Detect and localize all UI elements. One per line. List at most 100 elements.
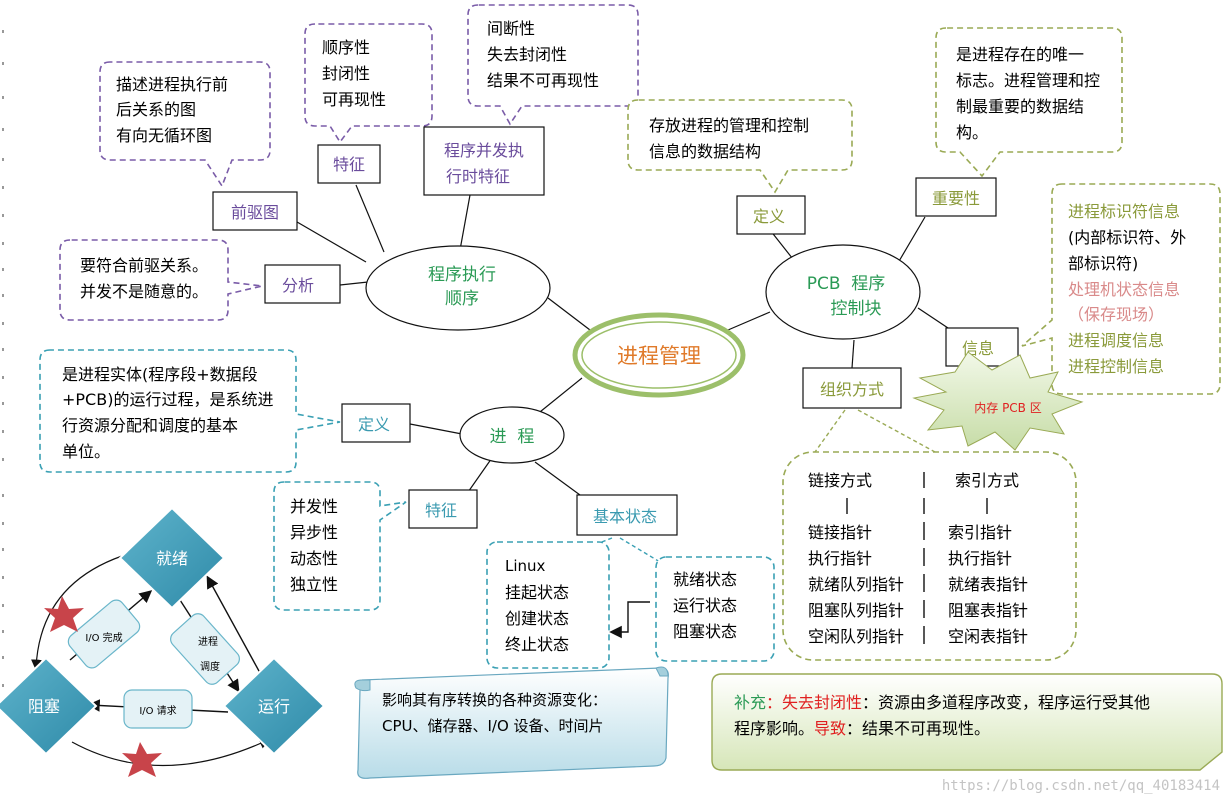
create-state: 创建状态 (505, 609, 569, 628)
process-feature-4: 独立性 (290, 575, 338, 594)
io-complete-label-box: I/O 完成 (67, 599, 141, 669)
program-order-title-1: 程序执行 (428, 265, 496, 285)
precedence-desc-1: 描述进程执行前 (116, 75, 228, 94)
precedence-graph-box[interactable]: 前驱图 (212, 191, 298, 231)
center-label: 进程管理 (617, 344, 701, 368)
process-feature-2: 异步性 (290, 523, 338, 542)
precedence-graph-callout: 描述进程执行前 后关系的图 有向无循环图 (99, 61, 271, 188)
concurrent-features-callout: 间断性 失去封闭性 结果不可再现性 (467, 4, 639, 126)
resource-note-1: 影响其有序转换的各种资源变化： (382, 691, 607, 709)
program-order-title-2: 顺序 (445, 289, 479, 309)
basic-states-box[interactable]: 基本状态 (576, 494, 678, 536)
pcb-node[interactable]: PCB 程序 控制块 (765, 244, 921, 340)
concurrent-feature-2: 失去封闭性 (487, 45, 567, 64)
org-col1-head: 链接方式 (808, 471, 872, 490)
program-feature-1: 顺序性 (322, 38, 370, 57)
pcb-definition-box[interactable]: 定义 (736, 195, 806, 235)
process-features-callout: 并发性 异步性 动态性 独立性 (273, 481, 407, 611)
blocked-state: 阻塞状态 (673, 622, 737, 641)
margin-marks (2, 30, 4, 687)
pcb-definition-1: 存放进程的管理和控制 (649, 116, 809, 135)
precedence-desc-3: 有向无循环图 (116, 126, 212, 145)
process-feature-3: 动态性 (290, 549, 338, 568)
pcb-importance-callout: 是进程存在的唯一 标志。进程管理和控 制最重要的数据结 构。 (935, 27, 1123, 178)
program-features-box[interactable]: 特征 (317, 144, 381, 184)
state-blocked[interactable]: 阻塞 (0, 656, 98, 756)
org-col1-2: 执行指针 (808, 549, 872, 568)
pcb-info-1: 进程标识符信息 (1068, 202, 1180, 221)
supplement-note: 补充：失去封闭性：资源由多道程序改变，程序运行受其他 程序影响。导致：结果不可再… (711, 673, 1223, 771)
scheduling-label-box: 进程 调度 (170, 613, 240, 685)
analysis-desc-1: 要符合前驱关系。 (80, 256, 208, 275)
pcb-importance-1: 是进程存在的唯一 (956, 45, 1084, 64)
process-definition-label: 定义 (358, 415, 390, 434)
memory-pcb-label: 内存 PCB 区 (974, 401, 1041, 415)
pcb-organization-box[interactable]: 组织方式 (802, 367, 902, 409)
scheduling-label-1: 进程 (198, 636, 218, 648)
process-definition-3: 行资源分配和调度的基本 (62, 416, 238, 435)
process-features-label: 特征 (425, 501, 457, 520)
pcb-importance-box[interactable]: 重要性 (915, 177, 997, 217)
organization-dash-2 (857, 409, 936, 453)
pcb-title-2: 控制块 (831, 299, 882, 319)
concurrent-feature-3: 结果不可再现性 (487, 71, 599, 90)
state-link-arrow (609, 601, 650, 639)
org-col2-head: 索引方式 (955, 471, 1019, 490)
pcb-info-7: 进程控制信息 (1068, 357, 1164, 376)
analysis-box[interactable]: 分析 (264, 264, 341, 304)
process-definition-4: 单位。 (62, 442, 110, 461)
pcb-info-2: (内部标识符、外 (1068, 228, 1186, 247)
supplement-text-3: ：结果不可再现性。 (846, 719, 990, 738)
precedence-desc-2: 后关系的图 (116, 100, 196, 119)
process-definition-box[interactable]: 定义 (341, 403, 411, 443)
concurrent-features-title-2: 行时特征 (446, 167, 510, 186)
program-feature-3: 可再现性 (322, 90, 386, 109)
pcb-info-box[interactable]: 信息 (945, 327, 1019, 367)
pcb-definition-callout: 存放进程的管理和控制 信息的数据结构 (627, 99, 853, 194)
supplement-text-2: 程序影响。 (734, 719, 814, 738)
linux-states-callout: Linux 挂起状态 创建状态 终止状态 (486, 541, 610, 669)
ready-state: 就绪状态 (673, 570, 737, 589)
scheduling-label-2: 调度 (200, 660, 220, 673)
process-definition-2: +PCB)的运行过程，是系统进 (62, 390, 273, 409)
supplement-text-1: ：资源由多道程序改变，程序运行受其他 (862, 693, 1150, 712)
org-separators (846, 472, 988, 644)
process-definition-callout: 是进程实体(程序段+数据段 +PCB)的运行过程，是系统进 行资源分配和调度的基… (39, 349, 341, 473)
org-col1-5: 空闲队列指针 (808, 627, 904, 646)
pcb-info-6: 进程调度信息 (1068, 331, 1164, 350)
state-running[interactable]: 运行 (222, 656, 326, 756)
process-features-box[interactable]: 特征 (408, 489, 478, 529)
analysis-callout: 要符合前驱关系。 并发不是随意的。 (59, 239, 263, 321)
concurrent-feature-1: 间断性 (487, 19, 535, 38)
concurrent-features-title-1: 程序并发执 (444, 141, 524, 160)
supplement-prefix: 补充 (734, 693, 766, 712)
analysis-desc-2: 并发不是随意的。 (80, 282, 208, 301)
center-node[interactable]: 进程管理 (572, 312, 746, 398)
terminate-state: 终止状态 (505, 635, 569, 654)
supplement-line-2: 程序影响。导致：结果不可再现性。 (734, 719, 990, 738)
process-node[interactable]: 进 程 (459, 406, 565, 464)
pcb-info-4: 处理机状态信息 (1068, 280, 1180, 299)
pcb-organization-callout: 链接方式 索引方式 链接指针 执行指针 就绪队列指针 阻塞队列指针 空闲队列指针… (782, 451, 1077, 661)
io-complete-label: I/O 完成 (85, 631, 122, 644)
resource-note-2: CPU、储存器、I/O 设备、时间片 (382, 717, 604, 735)
basic-states-label: 基本状态 (593, 507, 657, 526)
resource-scroll: 影响其有序转换的各种资源变化： CPU、储存器、I/O 设备、时间片 (354, 666, 669, 779)
state-arcs (31, 555, 271, 767)
supplement-result-label: 导致 (814, 719, 846, 738)
precedence-graph-label: 前驱图 (231, 203, 279, 222)
program-feature-2: 封闭性 (322, 64, 370, 83)
pcb-definition-2: 信息的数据结构 (649, 142, 761, 161)
supplement-colon: ： (766, 693, 782, 712)
analysis-label: 分析 (282, 276, 314, 295)
pcb-info-5: （保存现场） (1068, 305, 1164, 324)
pcb-definition-label: 定义 (753, 207, 785, 226)
organization-dash-1 (814, 409, 846, 453)
supplement-line-1: 补充：失去封闭性：资源由多道程序改变，程序运行受其他 (734, 693, 1150, 712)
state-ready[interactable]: 就绪 (118, 506, 226, 610)
state-blocked-label: 阻塞 (28, 697, 60, 716)
concurrent-features-box[interactable]: 程序并发执 行时特征 (423, 126, 545, 196)
program-order-node[interactable]: 程序执行 顺序 (365, 245, 551, 331)
pcb-title-1: PCB 程序 (807, 274, 886, 294)
